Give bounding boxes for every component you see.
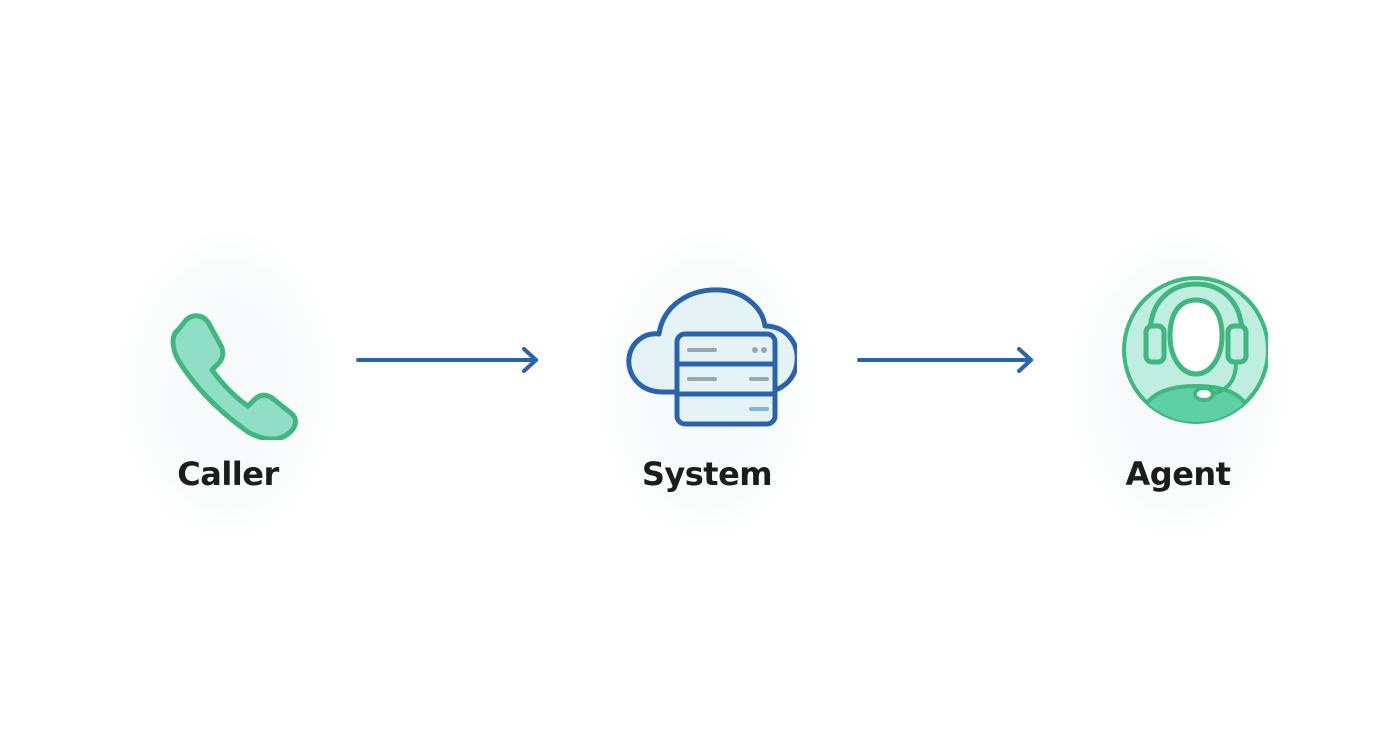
cloud-server-icon [626, 287, 797, 427]
phone-icon [170, 313, 298, 440]
node-label-system: System [641, 455, 773, 493]
node-caller: Caller [118, 230, 338, 540]
connector-arrow-system-agent [857, 347, 1033, 373]
node-label-agent: Agent [1125, 455, 1231, 493]
headset-agent-icon [1122, 276, 1268, 424]
node-system: System [597, 230, 817, 540]
connector-arrow-caller-system [356, 347, 538, 373]
node-agent: Agent [1068, 230, 1288, 540]
node-halo [118, 230, 338, 540]
node-label-caller: Caller [177, 455, 279, 493]
